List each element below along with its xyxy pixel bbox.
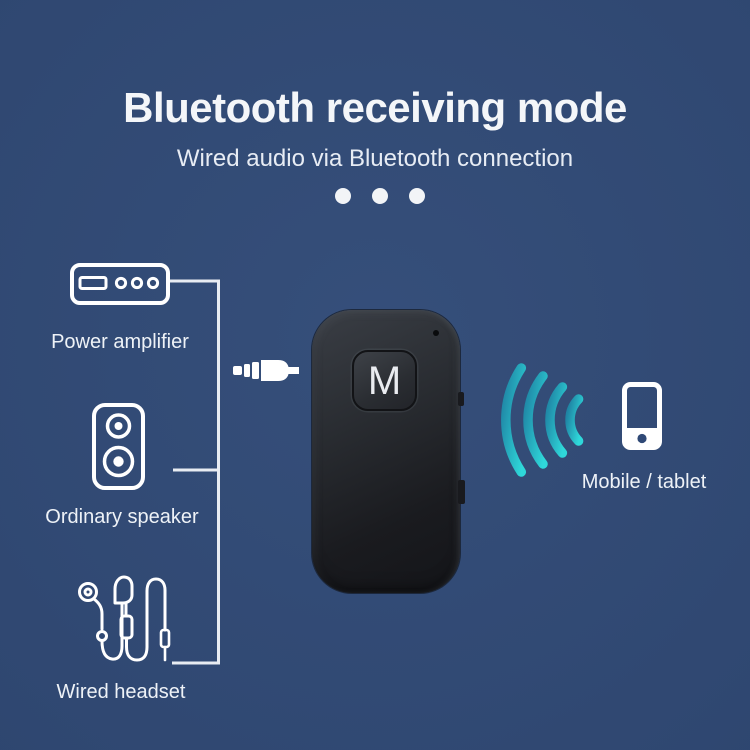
device-led-indicator	[433, 330, 439, 336]
amplifier-icon	[70, 263, 170, 305]
device-side-button	[458, 392, 464, 406]
pagination-dot	[409, 188, 425, 204]
page-subtitle: Wired audio via Bluetooth connection	[176, 145, 574, 172]
phone-icon	[622, 382, 662, 450]
pagination-dots	[335, 188, 425, 204]
device-side-button	[458, 480, 465, 504]
page-title: Bluetooth receiving mode	[123, 84, 627, 131]
headset-icon	[78, 575, 171, 662]
signal-waves-icon	[501, 363, 584, 477]
connector-lines	[170, 279, 220, 665]
mode-button: M	[352, 350, 417, 411]
ordinary-speaker-label: Ordinary speaker	[45, 506, 199, 528]
mobile-tablet-label: Mobile / tablet	[581, 471, 707, 493]
audio-jack-icon	[233, 360, 299, 381]
mode-button-label: M	[367, 358, 402, 403]
power-amplifier-label: Power amplifier	[51, 331, 189, 353]
bluetooth-receiver-device: M	[312, 310, 465, 593]
pagination-dot	[335, 188, 351, 204]
pagination-dot	[372, 188, 388, 204]
wired-headset-label: Wired headset	[56, 681, 186, 703]
speaker-icon	[92, 403, 145, 490]
